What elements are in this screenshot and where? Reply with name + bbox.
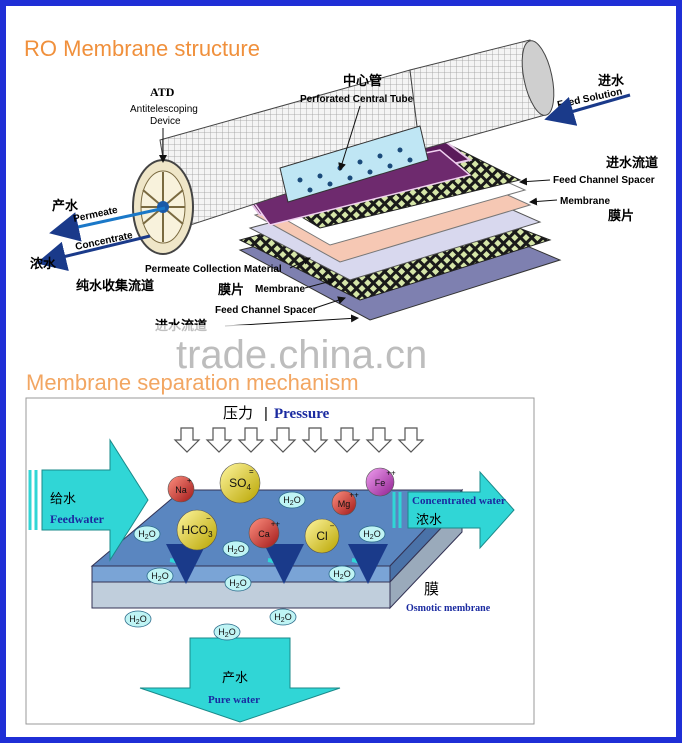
membrane-right-pointer — [529, 197, 558, 206]
section-title-structure: RO Membrane structure — [24, 36, 260, 61]
pressure-cn-label: 压力 — [223, 404, 253, 422]
permeate-collection-pointer — [289, 257, 311, 269]
svg-text:++: ++ — [349, 491, 359, 500]
pure-water-en-label: Pure water — [208, 694, 260, 706]
feed-spacer-bottom-en-label: Feed Channel Spacer — [215, 305, 317, 316]
membrane-cn-label: 膜 — [424, 580, 439, 598]
feed-spacer-pointer — [519, 177, 551, 186]
permeate-collection-cn-label: 纯水收集流道 — [76, 278, 154, 294]
ion-layer: Na+SO4=Mg++Fe++HCO3−Ca++Cl− — [167, 462, 396, 554]
concentrated-water-arrow — [392, 470, 515, 550]
svg-text:H2O: H2O — [218, 627, 235, 639]
feed-arrow — [544, 93, 631, 126]
ion-mg: Mg++ — [331, 491, 359, 516]
feed-spacer-bottom-pointer-2 — [224, 314, 359, 327]
svg-text:Mg: Mg — [338, 499, 351, 509]
concentrated-en-label: Concentrated water — [412, 495, 506, 507]
svg-text:H2O: H2O — [151, 571, 168, 583]
water-molecule-layer: H2O H2O H2O H2O H2O H2O H2O H2O H2O H2O — [124, 491, 386, 641]
membrane-en-label: Osmotic membrane — [406, 603, 491, 614]
ion-so4: SO4= — [219, 462, 261, 504]
central-tube-pointer — [338, 105, 361, 171]
svg-text:−: − — [206, 514, 211, 523]
concentrated-cn-label: 浓水 — [416, 513, 442, 528]
feed-spacer-cn-label: 进水流道 — [606, 155, 658, 171]
svg-text:−: − — [330, 521, 335, 530]
water-molecule: H2O — [133, 525, 161, 543]
feedwater-arrow — [28, 438, 149, 562]
pressure-en-label: Pressure — [274, 406, 330, 422]
svg-text:H2O: H2O — [283, 495, 300, 507]
central-tube-en-label: Perforated Central Tube — [300, 94, 414, 105]
ion-hco3: HCO3− — [176, 509, 218, 551]
water-molecule: H2O — [146, 567, 174, 585]
water-molecule: H2O — [222, 540, 250, 558]
ion-ca: Ca++ — [248, 517, 281, 549]
watermark-text: trade.china.cn — [176, 333, 427, 377]
feedwater-en-label: Feedwater — [50, 512, 105, 526]
membrane-right-en-label: Membrane — [560, 196, 610, 207]
pressure-divider: | — [264, 405, 268, 422]
atd-label: ATD — [150, 85, 175, 99]
permeate-cn-label: 产水 — [52, 198, 79, 214]
water-molecule: H2O — [278, 491, 306, 509]
water-molecule: H2O — [124, 610, 152, 628]
feed-cn-label: 进水 — [598, 73, 625, 89]
water-molecule: H2O — [213, 623, 241, 641]
svg-text:Ca: Ca — [258, 529, 270, 539]
svg-text:H2O: H2O — [129, 614, 146, 626]
atd-desc-line1: Antitelescoping — [130, 104, 198, 115]
central-tube-cn-label: 中心管 — [343, 73, 382, 89]
svg-text:+: + — [187, 476, 192, 485]
concentrate-cn-label: 浓水 — [30, 256, 57, 272]
water-molecule: H2O — [224, 574, 252, 592]
ion-na: Na+ — [167, 475, 195, 503]
concentrate-en-label: Concentrate — [74, 230, 134, 253]
svg-text:Na: Na — [175, 485, 187, 495]
svg-text:H2O: H2O — [363, 529, 380, 541]
section-title-mechanism: Membrane separation mechanism — [26, 370, 359, 395]
svg-text:HCO3: HCO3 — [181, 523, 213, 539]
membrane-bottom-en-label: Membrane — [255, 284, 305, 295]
ion-fe: Fe++ — [365, 467, 396, 497]
water-molecule: H2O — [328, 565, 356, 583]
svg-text:Fe: Fe — [375, 478, 386, 488]
water-molecule: H2O — [358, 525, 386, 543]
permeate-arrow — [49, 206, 166, 242]
ion-cl: Cl− — [304, 518, 340, 554]
pure-water-cn-label: 产水 — [222, 671, 248, 686]
feedwater-cn-label: 给水 — [50, 492, 76, 507]
watermark-band — [6, 325, 676, 385]
atd-desc-line2: Device — [150, 116, 181, 127]
feed-spacer-bottom-pointer — [314, 296, 346, 309]
svg-text:H2O: H2O — [274, 612, 291, 624]
feed-spacer-en-label: Feed Channel Spacer — [553, 175, 655, 186]
membrane-bottom-pointer — [304, 277, 336, 289]
svg-text:++: ++ — [386, 469, 396, 478]
membrane-right-cn-label: 膜片 — [608, 208, 634, 224]
permeation-arrows — [165, 543, 388, 584]
svg-text:Cl: Cl — [316, 529, 327, 543]
svg-text:=: = — [249, 467, 254, 476]
svg-text:++: ++ — [271, 519, 281, 528]
svg-text:H2O: H2O — [138, 529, 155, 541]
membrane-bottom-cn-label: 膜片 — [218, 282, 244, 298]
pure-water-arrow — [139, 637, 341, 723]
svg-text:H2O: H2O — [229, 578, 246, 590]
svg-text:H2O: H2O — [227, 544, 244, 556]
svg-text:H2O: H2O — [333, 569, 350, 581]
concentrate-arrow — [36, 234, 151, 271]
svg-text:SO4: SO4 — [229, 476, 251, 492]
pressure-arrows — [173, 427, 425, 453]
water-molecule: H2O — [269, 608, 297, 626]
permeate-collection-en-label: Permeate Collection Material — [145, 264, 282, 275]
